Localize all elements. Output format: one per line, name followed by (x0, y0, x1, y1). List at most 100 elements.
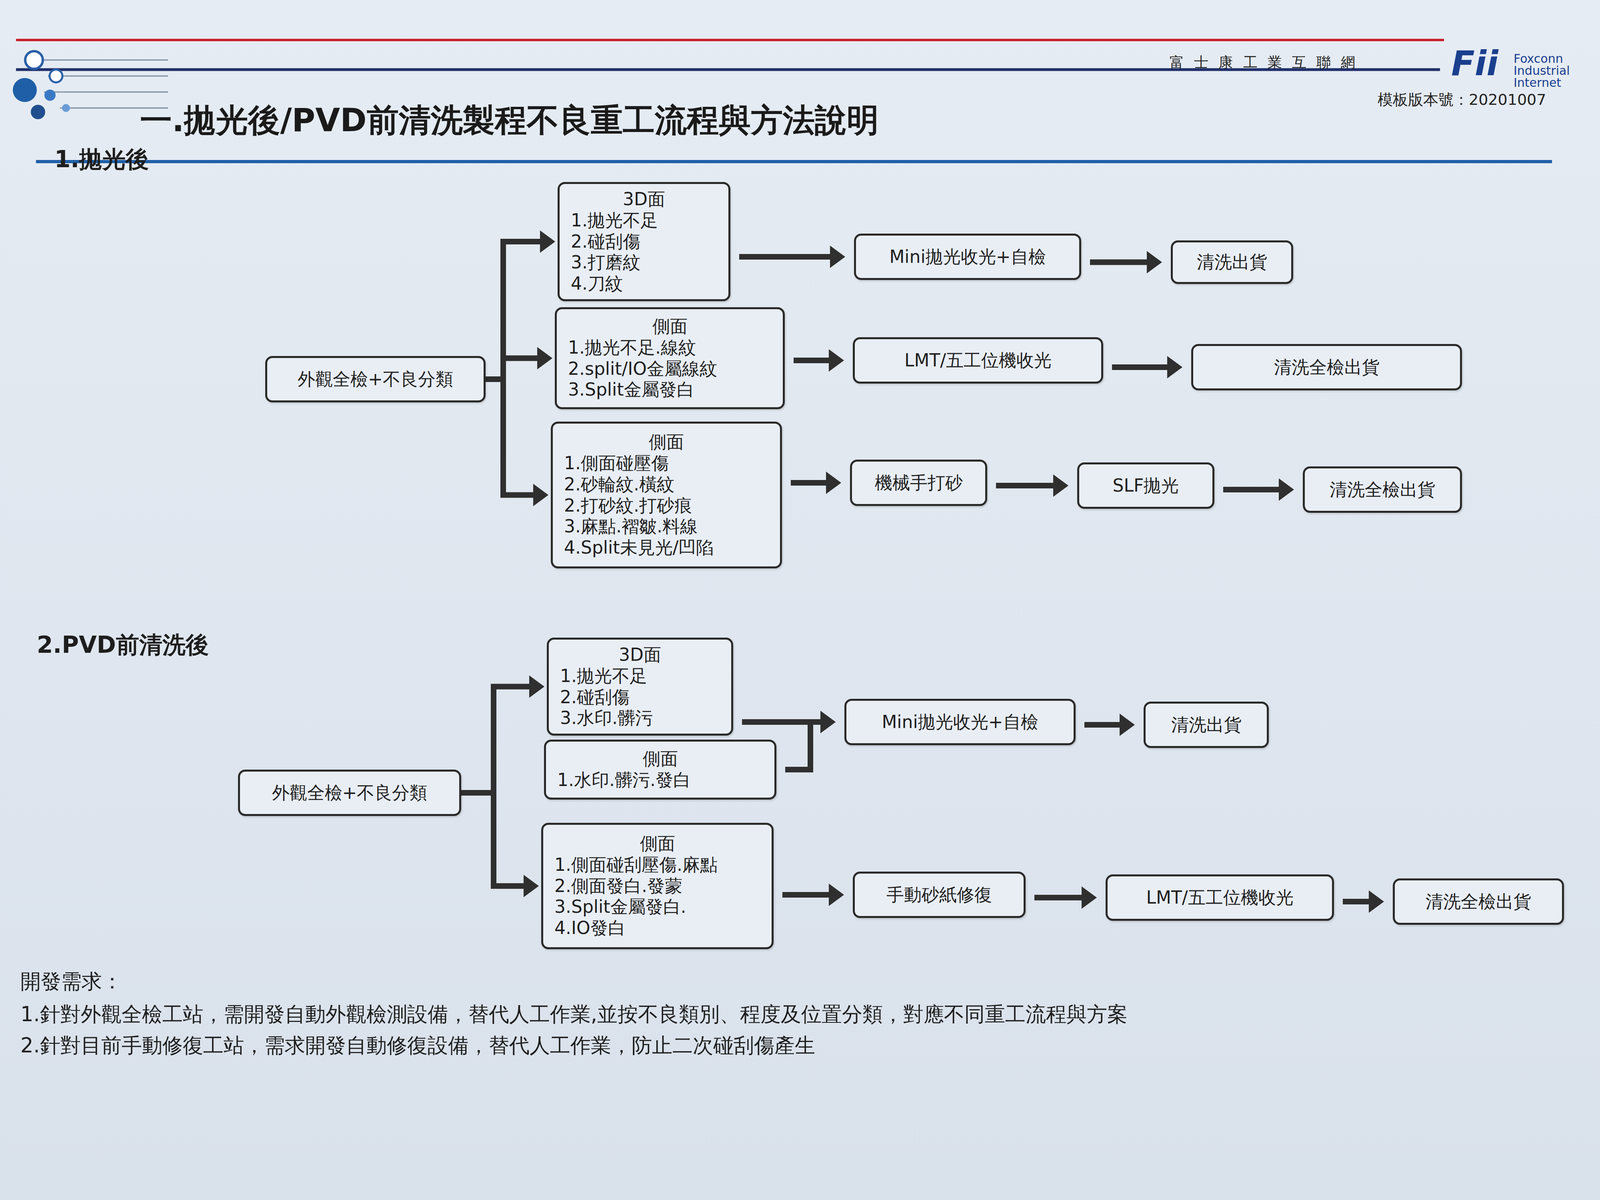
box-heading: 側面 (557, 748, 764, 770)
defect-item: 2.砂輪紋.橫紋 (564, 474, 769, 496)
process-box: 清洗出貨 (1170, 240, 1294, 284)
flow-arrow (1223, 478, 1294, 501)
arrow-head (540, 230, 556, 253)
arrow-head (820, 710, 836, 734)
defect-item: 3.Split金屬發白. (554, 896, 761, 918)
arrow-shaft (1084, 722, 1120, 728)
box-label: 清洗出貨 (1156, 714, 1256, 736)
arrow-head (828, 883, 844, 906)
defect-item: 2.碰刮傷 (560, 686, 720, 708)
flow-arrow (1084, 713, 1135, 736)
flow-arrow (1342, 890, 1384, 913)
company-logo-text: Foxconn Industrial Internet (1513, 52, 1584, 89)
defect-list-box: 3D面1.拋光不足2.碰刮傷3.打磨紋4.刀紋 (557, 182, 731, 302)
box-label: Mini拋光收光+自檢 (867, 246, 1068, 268)
box-label: LMT/五工位機收光 (1118, 887, 1321, 909)
box-heading: 側面 (568, 316, 772, 338)
note-line: 1.針對外觀全檢工站，需開發自動外觀檢測設備，替代人工作業,並按不良類別、程度及… (20, 1000, 1128, 1029)
arrow-head (537, 347, 553, 370)
defect-item: 1.側面碰壓傷 (564, 452, 769, 474)
section-heading: 2.PVD前清洗後 (36, 629, 209, 661)
defect-list-box: 側面1.側面碰刮壓傷.麻點2.側面發白.發蒙3.Split金屬發白.4.IO發白 (541, 822, 774, 950)
arrow-shaft (782, 892, 829, 898)
defect-item: 3.Split金屬發白 (568, 379, 772, 401)
defect-item: 2.打砂紋.打砂痕 (564, 495, 769, 517)
defect-item: 4.IO發白 (554, 917, 761, 939)
process-box: 機械手打砂 (850, 459, 988, 506)
arrow-shaft (485, 358, 538, 380)
defect-item: 1.拋光不足 (560, 665, 720, 687)
process-box: LMT/五工位機收光 (1105, 874, 1334, 921)
process-box: Mini拋光收光+自檢 (844, 698, 1076, 746)
flow-arrow (739, 245, 846, 268)
arrow-shaft (485, 379, 534, 496)
process-box: 外觀全檢+不良分類 (238, 769, 462, 816)
process-box: 清洗全檢出貨 (1191, 344, 1462, 391)
flow-arrow (785, 710, 836, 770)
note-heading: 開發需求： (20, 968, 123, 996)
arrow-head (830, 245, 846, 268)
arrow-head (1368, 890, 1384, 913)
box-label: 清洗全檢出貨 (1316, 479, 1449, 501)
flow-arrow (996, 474, 1069, 497)
defect-item: 3.水印.髒污 (560, 707, 720, 729)
arrow-shaft (739, 254, 830, 260)
arrow-head (1053, 474, 1069, 497)
template-version: 模板版本號：20201007 (1377, 89, 1546, 110)
flow-arrow (1112, 356, 1183, 379)
arrow-head (1119, 713, 1135, 736)
box-heading: 側面 (564, 431, 769, 453)
arrow-shaft (461, 686, 530, 793)
process-box: 手動砂紙修復 (852, 871, 1026, 918)
company-name: 富士康工業互聯網 (1169, 52, 1366, 73)
box-heading: 3D面 (570, 188, 718, 210)
defect-item: 2.側面發白.發蒙 (554, 875, 761, 897)
box-label: 外觀全檢+不良分類 (278, 368, 473, 390)
arrow-shaft (1223, 486, 1279, 493)
defect-item: 4.刀紋 (570, 273, 718, 295)
title-underline (36, 160, 1552, 164)
process-box: 清洗出貨 (1143, 701, 1269, 748)
defect-list-box: 側面1.拋光不足.線紋2.split/IO金屬線紋3.Split金屬發白 (554, 307, 785, 410)
defect-list-box: 3D面1.拋光不足2.碰刮傷3.水印.髒污 (546, 637, 734, 736)
defect-item: 1.拋光不足.線紋 (568, 337, 772, 359)
arrow-head (828, 349, 844, 372)
arrow-head (1278, 478, 1294, 501)
flow-arrow (1034, 886, 1097, 909)
arrow-shaft (793, 357, 829, 364)
arrow-head (826, 471, 842, 494)
box-label: 清洗全檢出貨 (1204, 356, 1449, 378)
flow-arrow (742, 710, 836, 734)
process-box: LMT/五工位機收光 (852, 337, 1104, 384)
defect-item: 1.拋光不足 (570, 210, 718, 232)
box-label: 清洗出貨 (1184, 251, 1280, 273)
flow-arrow (782, 883, 844, 906)
flow-arrow (485, 379, 549, 507)
company-logo: Fii (1451, 43, 1499, 84)
box-label: LMT/五工位機收光 (866, 350, 1090, 372)
box-heading: 3D面 (560, 644, 720, 666)
flow-arrow (461, 675, 545, 793)
box-label: 手動砂紙修復 (866, 884, 1013, 906)
flow-arrow (793, 349, 844, 372)
box-label: SLF拋光 (1090, 475, 1202, 497)
arrow-shaft (461, 792, 524, 886)
box-label: 外觀全檢+不良分類 (251, 782, 448, 804)
box-heading: 側面 (554, 833, 761, 855)
process-box: 清洗全檢出貨 (1392, 878, 1564, 925)
box-label: Mini拋光收光+自檢 (857, 711, 1063, 733)
flow-arrow (790, 471, 842, 494)
flow-arrow (485, 230, 556, 380)
arrow-head (1081, 886, 1097, 909)
arrow-head (533, 484, 549, 507)
flow-arrow (1090, 251, 1162, 274)
defect-item: 2.碰刮傷 (570, 231, 718, 253)
arrow-head (523, 874, 539, 898)
note-line: 2.針對目前手動修復工站，需求開發自動修復設備，替代人工作業，防止二次碰刮傷產生 (20, 1032, 816, 1060)
box-label: 清洗全檢出貨 (1406, 891, 1551, 913)
defect-item: 2.split/IO金屬線紋 (568, 358, 772, 380)
arrow-head (529, 675, 545, 698)
box-label: 機械手打砂 (863, 472, 974, 494)
